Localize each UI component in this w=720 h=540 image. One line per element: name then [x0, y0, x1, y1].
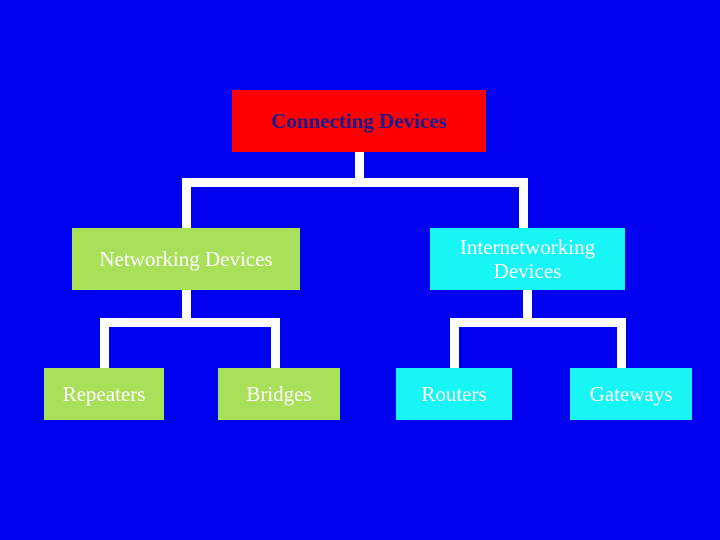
node-routers-label: Routers [421, 381, 487, 406]
connector-internetworking-bus [450, 318, 626, 327]
connector-level1-bus [182, 178, 528, 187]
node-networking-devices-label: Networking Devices [99, 246, 273, 271]
connector-to-routers [450, 318, 459, 368]
node-repeaters[interactable]: Repeaters [44, 368, 164, 420]
connector-root-stem [355, 152, 364, 184]
node-connecting-devices-label: Connecting Devices [271, 108, 447, 133]
connector-to-bridges [271, 318, 280, 368]
node-bridges-label: Bridges [246, 381, 312, 406]
node-routers[interactable]: Routers [396, 368, 512, 420]
connector-to-repeaters [100, 318, 109, 368]
connector-internetworking-stem [523, 290, 532, 322]
connector-networking-stem [182, 290, 191, 322]
connector-to-internetworking [519, 178, 528, 228]
connector-to-networking [182, 178, 191, 228]
node-gateways[interactable]: Gateways [570, 368, 692, 420]
connector-networking-bus [100, 318, 280, 327]
connector-to-gateways [617, 318, 626, 368]
node-networking-devices[interactable]: Networking Devices [72, 228, 300, 290]
node-gateways-label: Gateways [589, 381, 673, 406]
node-repeaters-label: Repeaters [62, 381, 146, 406]
node-connecting-devices[interactable]: Connecting Devices [232, 90, 486, 152]
node-internetworking-devices-label: Internetworking Devices [459, 234, 596, 283]
node-internetworking-devices[interactable]: Internetworking Devices [430, 228, 625, 290]
node-bridges[interactable]: Bridges [218, 368, 340, 420]
